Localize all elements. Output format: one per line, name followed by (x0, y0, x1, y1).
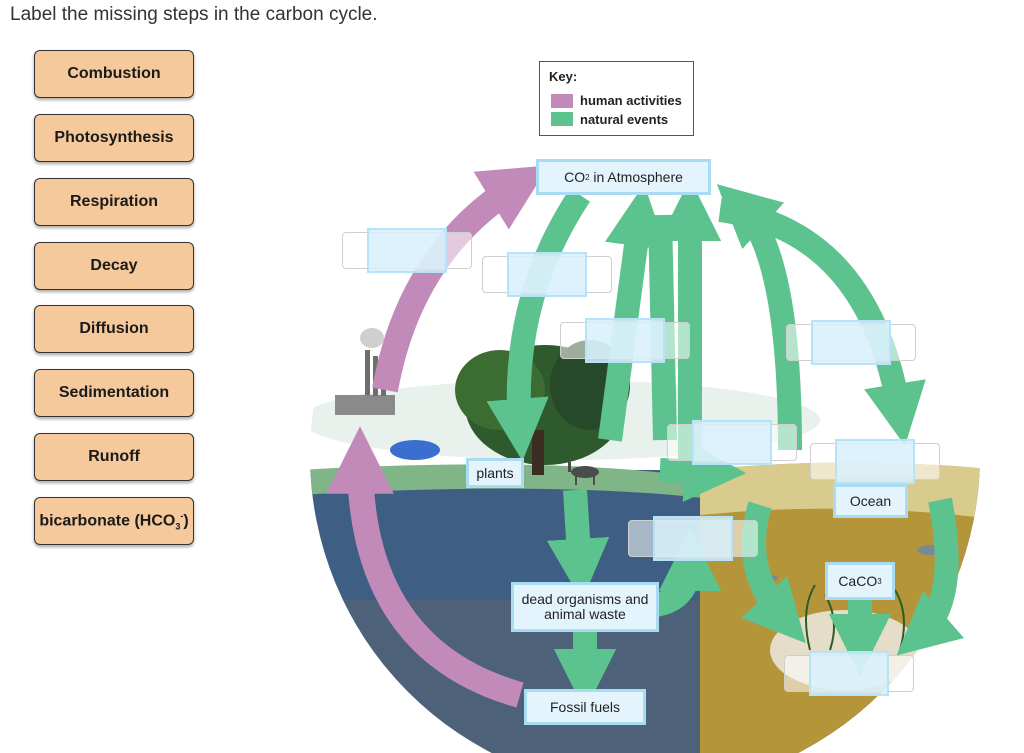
chip-diffusion[interactable]: Diffusion (34, 305, 194, 353)
chip-decay[interactable]: Decay (34, 242, 194, 290)
chip-respiration[interactable]: Respiration (34, 178, 194, 226)
chip-sedimentation[interactable]: Sedimentation (34, 369, 194, 417)
chip-combustion[interactable]: Combustion (34, 50, 194, 98)
dead-organisms-label: dead organisms and animal waste (511, 582, 659, 632)
plants-label: plants (466, 458, 524, 488)
question-text: Label the missing steps in the carbon cy… (10, 4, 378, 25)
drop-target-photosynthesis-arrow[interactable] (482, 252, 612, 297)
deer-icon (568, 462, 599, 485)
human-activities-label: human activities (580, 93, 682, 108)
bicarbonate-label: bicarbonate (HCO3-) (39, 510, 189, 532)
chip-runoff[interactable]: Runoff (34, 433, 194, 481)
smoke-cloud-icon (390, 440, 440, 460)
natural-events-swatch (551, 112, 573, 126)
chip-photosynthesis[interactable]: Photosynthesis (34, 114, 194, 162)
drop-target-plant-respiration-arrow[interactable] (560, 318, 690, 363)
ocean-label: Ocean (833, 484, 908, 518)
drop-target-combustion-arrow[interactable] (342, 228, 472, 273)
natural-events-label: natural events (580, 112, 669, 127)
human-activities-swatch (551, 94, 573, 108)
drop-target-decay-arrow[interactable] (628, 516, 758, 561)
drop-target-ocean-diffusion-arrow[interactable] (786, 320, 916, 365)
drop-target-sedimentation-arrow[interactable] (784, 651, 914, 696)
drop-target-respiration-arrow[interactable] (667, 420, 797, 465)
fossil-fuels-label: Fossil fuels (524, 689, 646, 725)
chip-bicarbonate[interactable]: bicarbonate (HCO3-) (34, 497, 194, 545)
key-legend: Key: human activities natural events (539, 61, 694, 136)
key-title: Key: (549, 69, 578, 84)
drop-target-runoff-arrow[interactable] (810, 439, 940, 484)
